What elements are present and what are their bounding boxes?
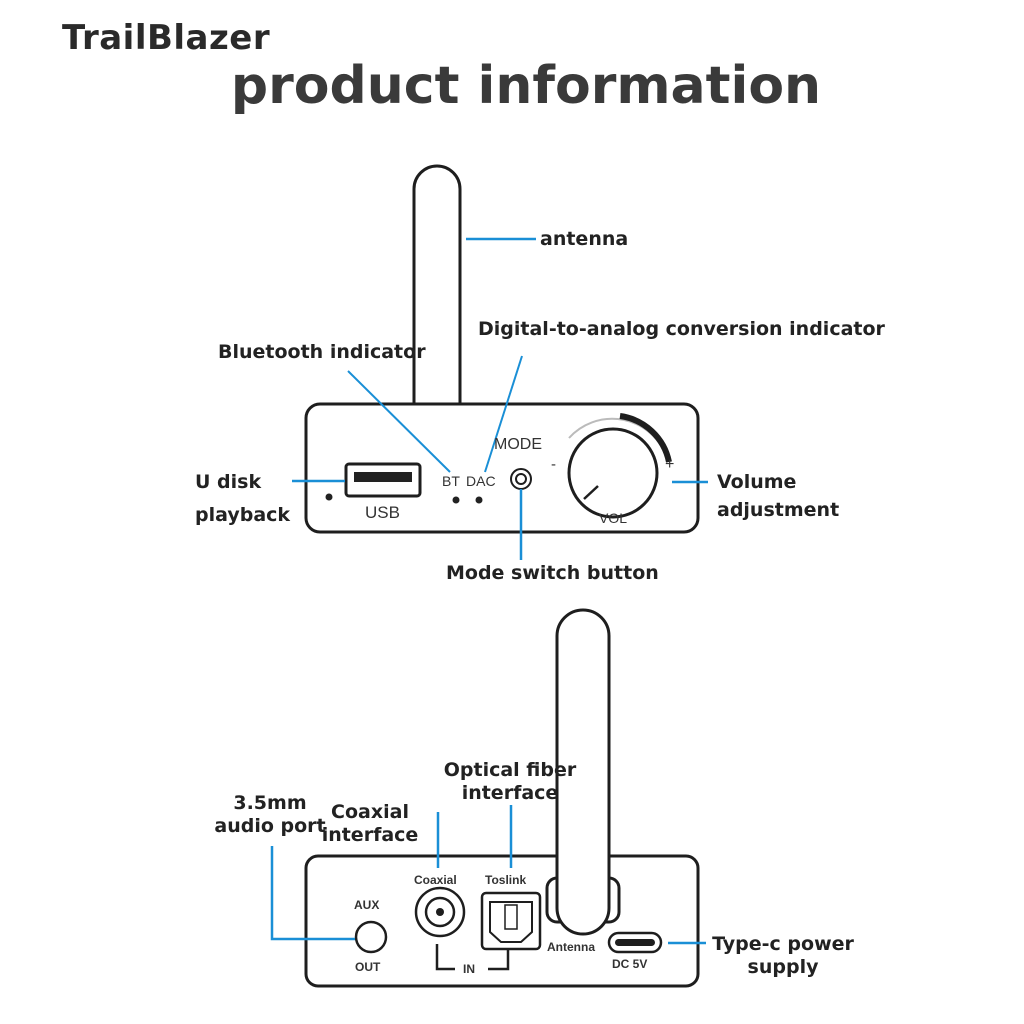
in-bracket-left <box>435 944 455 971</box>
label-bt-indicator: Bluetooth indicator <box>218 341 426 363</box>
label-coaxial: Coaxial interface <box>320 801 420 847</box>
callout-line-bt <box>347 370 451 473</box>
panel-aux-text: AUX <box>354 898 380 912</box>
label-volume-line2: adjustment <box>717 499 840 521</box>
back-antenna <box>555 608 611 936</box>
label-coaxial-line2: interface <box>321 824 419 846</box>
panel-minus-text: - <box>551 456 556 473</box>
volume-arc-dark <box>619 413 672 463</box>
volume-knob <box>567 427 659 519</box>
label-aux-line2: audio port <box>214 815 326 837</box>
brand-logo-text: TrailBlazer <box>62 18 271 58</box>
label-volume-line1: Volume <box>717 471 797 493</box>
callout-line-aux <box>270 846 355 941</box>
panel-plus-text: + <box>665 456 675 473</box>
label-antenna: antenna <box>540 228 629 250</box>
coaxial-jack-pin <box>436 908 444 916</box>
panel-coaxial-text: Coaxial <box>414 873 457 887</box>
toslink-slot <box>504 904 518 930</box>
label-optical-line1: Optical fiber <box>443 759 577 781</box>
back-view <box>270 608 706 988</box>
panel-dc-text: DC 5V <box>612 957 648 971</box>
label-typec: Type-c power supply <box>708 933 858 979</box>
mode-button-inner <box>515 473 527 485</box>
panel-dac-text: DAC <box>466 473 496 489</box>
volume-knob-indicator <box>583 485 599 500</box>
front-view <box>292 164 708 560</box>
label-typec-line1: Type-c power <box>712 933 854 955</box>
panel-mode-text: MODE <box>494 436 542 453</box>
usb-port-tongue <box>354 472 412 482</box>
typec-port-inner <box>615 939 655 946</box>
label-coaxial-line1: Coaxial <box>331 801 409 823</box>
label-udisk-line1: U disk <box>195 471 262 493</box>
label-typec-line2: supply <box>747 956 819 978</box>
label-optical: Optical fiber interface <box>420 759 600 805</box>
panel-toslink-text: Toslink <box>485 873 527 887</box>
bt-led <box>452 496 460 504</box>
panel-out-text: OUT <box>355 960 381 974</box>
panel-in-text: IN <box>463 962 475 976</box>
label-dac-indicator: Digital-to-analog conversion indicator <box>478 318 885 340</box>
dac-led <box>475 496 483 504</box>
label-aux: 3.5mm audio port <box>210 792 330 838</box>
callout-line-dac <box>484 355 523 473</box>
label-mode-switch: Mode switch button <box>446 562 659 584</box>
page-title: product information <box>230 56 822 116</box>
front-antenna <box>412 164 462 428</box>
usb-led-dot <box>325 493 333 501</box>
aux-jack <box>354 920 388 954</box>
in-bracket-right <box>488 950 510 971</box>
label-aux-line1: 3.5mm <box>233 792 307 814</box>
label-optical-line2: interface <box>461 782 559 804</box>
panel-usb-text: USB <box>365 503 400 522</box>
panel-antenna-text: Antenna <box>547 940 595 954</box>
label-udisk-line2: playback <box>195 504 291 526</box>
panel-bt-text: BT <box>442 473 460 489</box>
panel-vol-text: VOL <box>599 510 628 526</box>
